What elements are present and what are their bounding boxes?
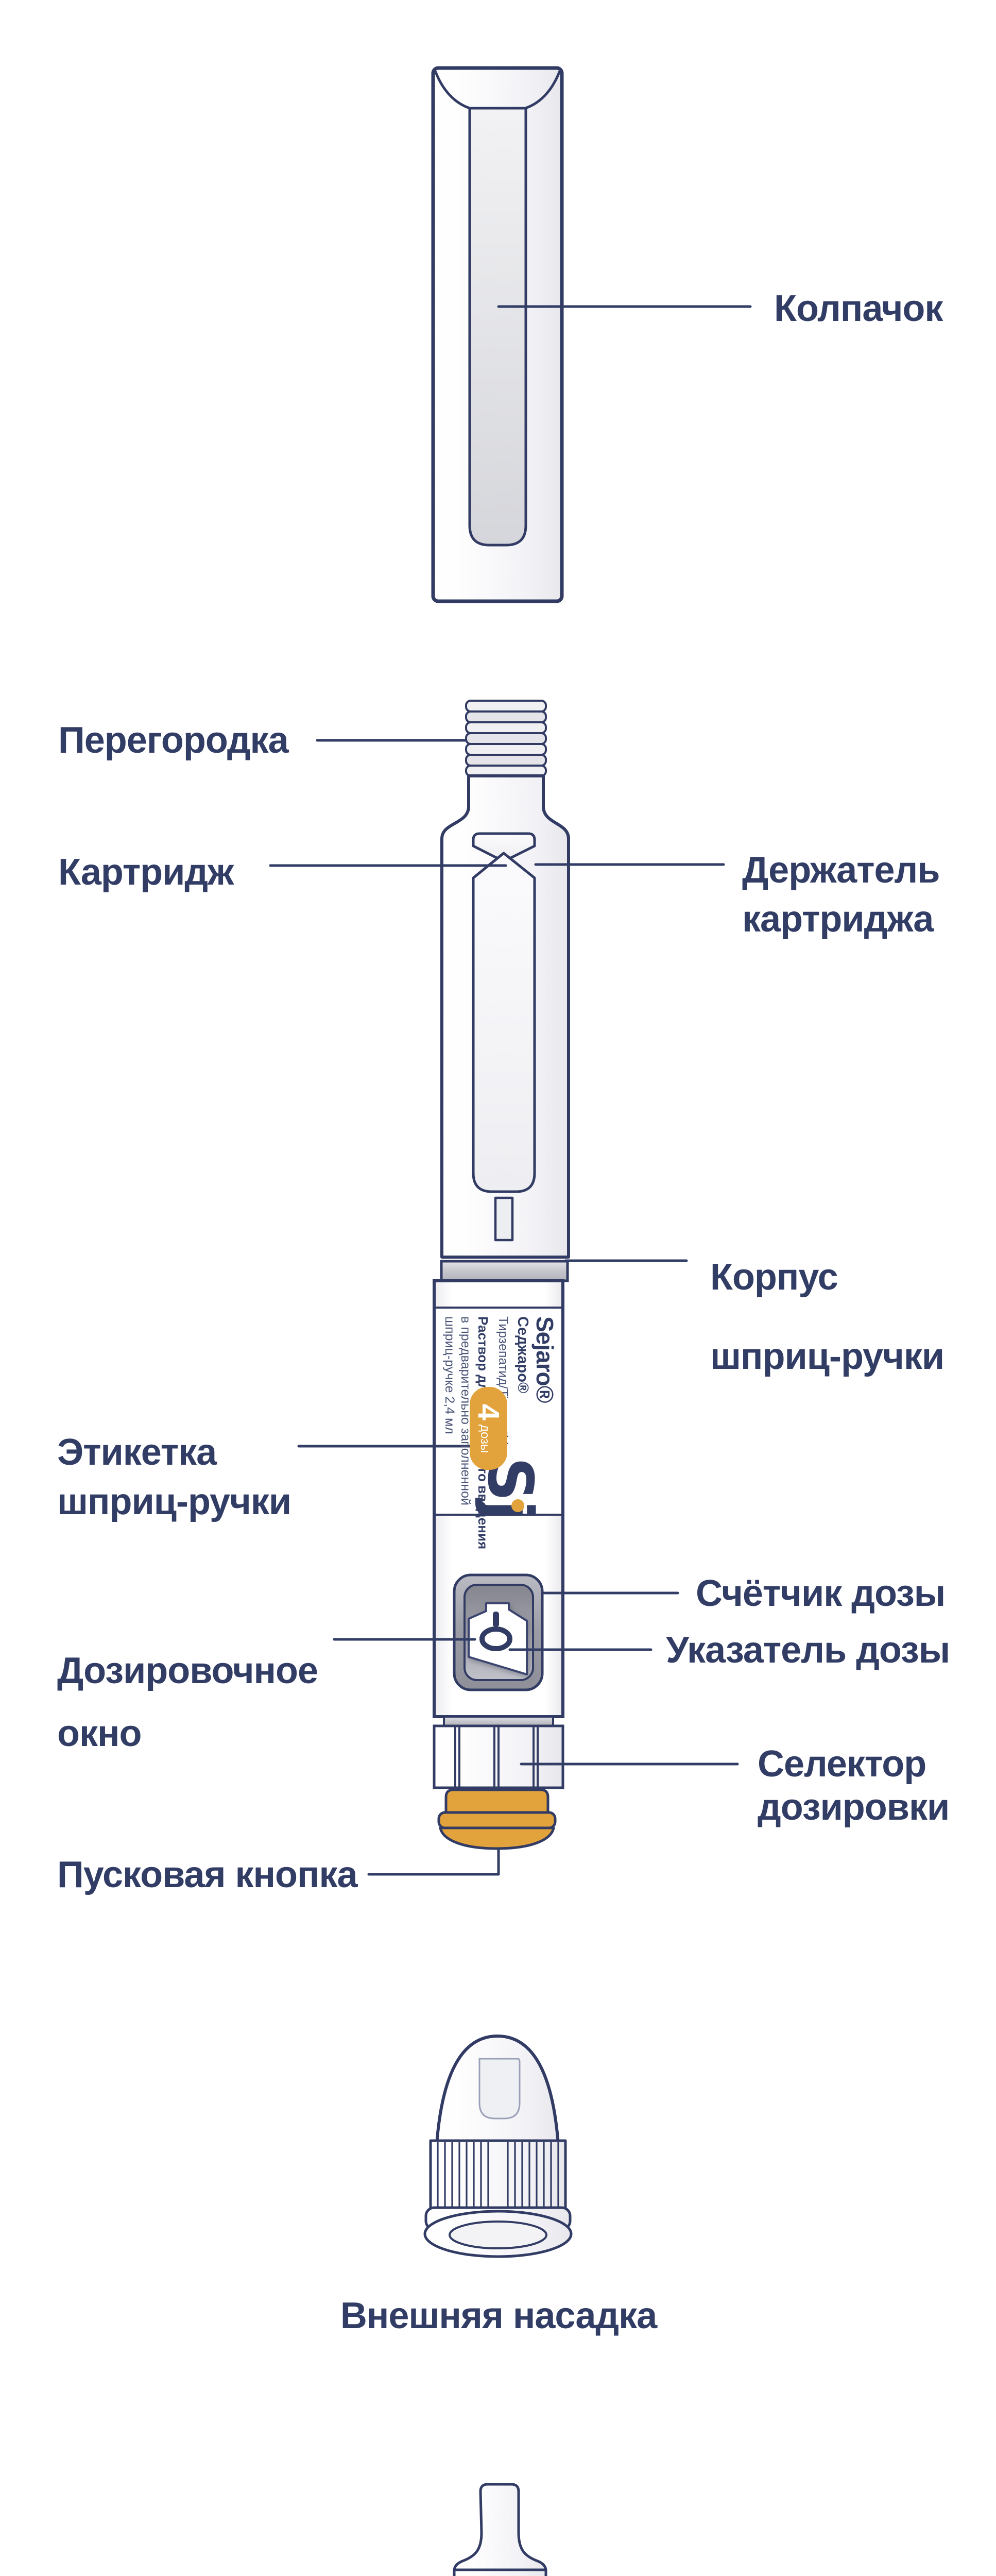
pen-label-solution-line2: в предварительно заполненной шприц-ручке…: [442, 1316, 473, 1505]
callout-septum: Перегородка: [58, 720, 289, 761]
junction-ring-illustration: [440, 1260, 569, 1282]
trigger-button-illustration: [437, 1788, 557, 1850]
pen-label-badge-unit: дозы: [478, 1424, 492, 1453]
callout-pen-label-line1: Этикетка: [57, 1432, 217, 1473]
pen-label-brand-cyrillic: Седжаро®: [514, 1316, 531, 1394]
callout-pen-label: Этикетка шприц-ручки: [57, 1428, 291, 1527]
pen-label-printed: Sejaro® Седжаро® Тирзепатид/Tirzepatide …: [434, 1311, 561, 1549]
caption-outer-cap: Внешняя насадка: [340, 2295, 657, 2336]
inner-needle-cap-illustration: [453, 2483, 547, 2576]
callout-dose-selector-line1: Селектор: [758, 1743, 926, 1785]
pen-label-brand-latin: Sejaro®: [531, 1316, 558, 1403]
pen-label-logo-dot: [511, 1499, 524, 1512]
dose-pointer-mark: [493, 1612, 499, 1627]
callout-dosing-window: Дозировочное окно: [57, 1639, 318, 1766]
callout-cartridge-holder: Держатель картриджа: [742, 846, 940, 944]
dose-window-illustration: [453, 1573, 544, 1691]
callout-dose-selector-line2: дозировки: [758, 1787, 950, 1828]
callout-dose-pointer: Указатель дозы: [666, 1630, 950, 1671]
pen-label-dose-badge: 4 дозы: [470, 1387, 507, 1470]
callout-pen-body: Корпус шприц-ручки: [710, 1238, 945, 1396]
pen-cap-illustration: [431, 66, 564, 603]
callout-pen-body-line2: шприц-ручки: [710, 1336, 945, 1378]
dose-counter-digit: [479, 1626, 512, 1651]
septum-threads-illustration: [465, 700, 547, 777]
callout-pen-body-line1: Корпус: [710, 1257, 838, 1298]
callout-cartridge: Картридж: [58, 852, 234, 893]
callout-cartridge-holder-line2: картриджа: [742, 899, 934, 940]
callout-pen-label-line2: шприц-ручки: [57, 1481, 291, 1522]
dose-selector-illustration: [433, 1716, 564, 1789]
callout-dosing-window-line1: Дозировочное: [57, 1650, 318, 1691]
pen-label-badge-value: 4: [472, 1403, 506, 1420]
callout-cap: Колпачок: [774, 288, 943, 329]
callout-lines: [269, 305, 752, 1876]
callout-dosing-window-line2: окно: [57, 1713, 142, 1755]
callout-dose-counter: Счётчик дозы: [696, 1573, 946, 1614]
callout-cartridge-holder-line1: Держатель: [742, 850, 940, 891]
cartridge-holder-illustration: [440, 774, 570, 1259]
outer-needle-cap-illustration: [423, 2035, 573, 2258]
callout-trigger-button: Пусковая кнопка: [57, 1854, 358, 1895]
